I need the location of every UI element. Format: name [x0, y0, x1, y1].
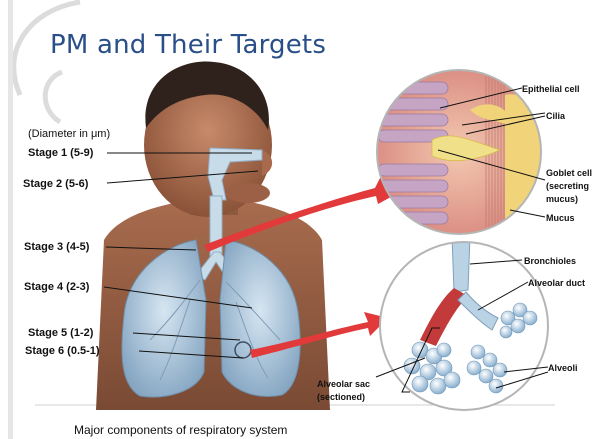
alveoli-label: Alveoli	[548, 362, 578, 374]
goblet-cell-label-3: mucus)	[546, 193, 578, 205]
stage-5-label: Stage 5 (1-2)	[28, 327, 93, 339]
decorative-swirl	[14, 2, 80, 122]
epithelial-cell-label: Epithelial cell	[522, 83, 580, 95]
alveolar-sac-label-2: (sectioned)	[317, 391, 365, 403]
cell-magnification	[377, 70, 545, 236]
alveolar-duct-label: Alveolar duct	[528, 277, 585, 289]
cilia-label: Cilia	[546, 110, 565, 122]
stage-6-label: Stage 6 (0.5-1)	[25, 345, 100, 357]
head	[144, 62, 272, 217]
alveolar-sac-label-1: Alveolar sac	[317, 378, 370, 390]
mucus-label: Mucus	[546, 212, 575, 224]
bronchioles-label: Bronchioles	[524, 255, 576, 267]
page-title: PM and Their Targets	[50, 30, 326, 60]
goblet-cell-label-2: (secreting	[546, 180, 589, 192]
stage-1-label: Stage 1 (5-9)	[28, 147, 93, 159]
stage-2-label: Stage 2 (5-6)	[23, 178, 88, 190]
alveoli-magnification	[376, 236, 548, 410]
diameter-note: (Diameter in μm)	[28, 128, 110, 140]
stage-4-label: Stage 4 (2-3)	[24, 281, 89, 293]
goblet-cell-label-1: Goblet cell	[546, 167, 592, 179]
stage-3-label: Stage 3 (4-5)	[24, 241, 89, 253]
left-accent-bar	[8, 0, 13, 439]
figure-caption: Major components of respiratory system	[74, 423, 287, 437]
